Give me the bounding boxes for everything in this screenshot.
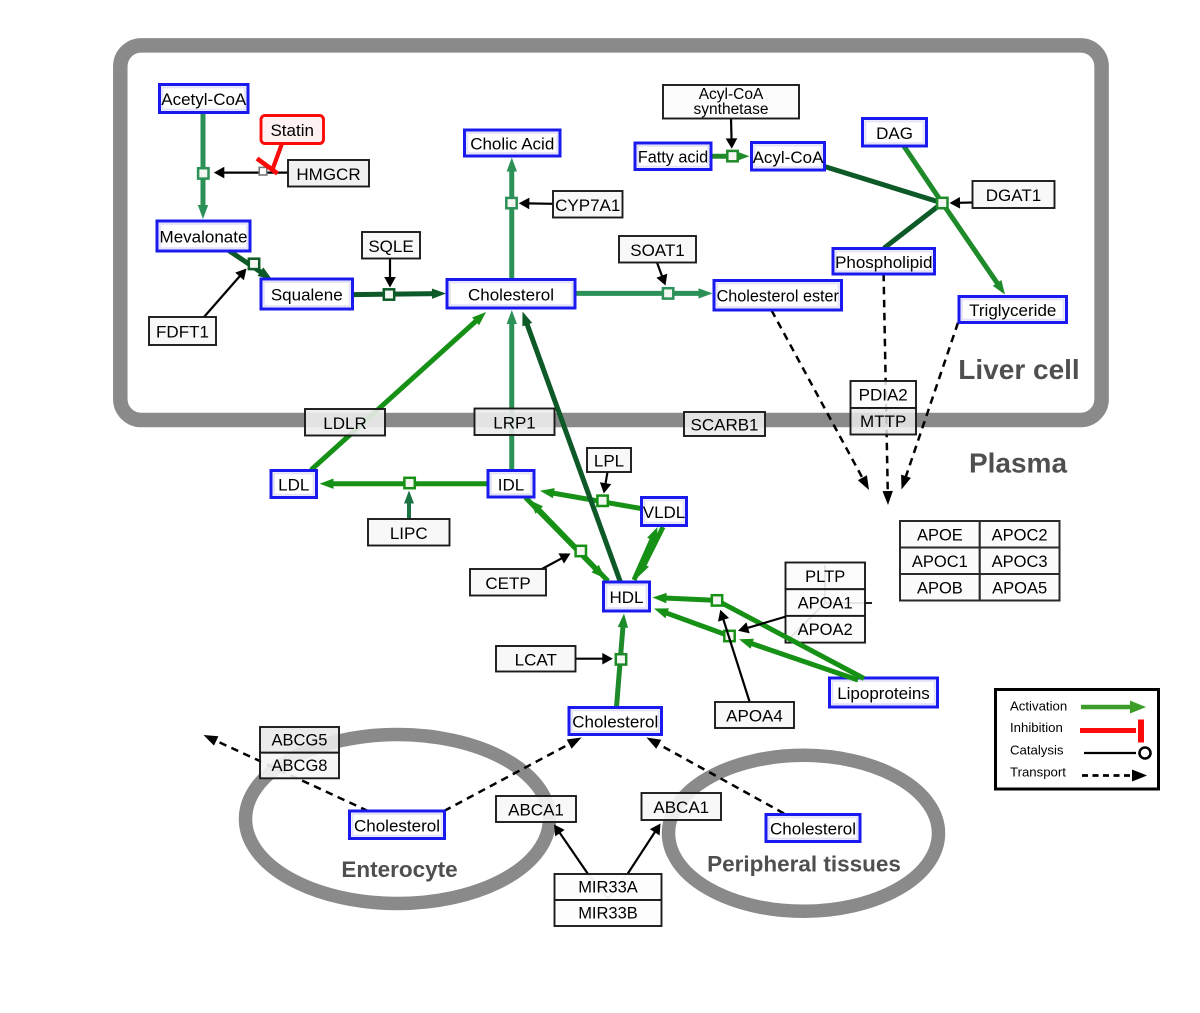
svg-text:APOE: APOE xyxy=(917,526,963,544)
svg-text:Cholesterol: Cholesterol xyxy=(770,820,856,839)
svg-text:Phospholipid: Phospholipid xyxy=(835,253,932,272)
svg-text:LDL: LDL xyxy=(278,476,309,495)
svg-text:Catalysis: Catalysis xyxy=(1010,743,1064,758)
svg-text:SOAT1: SOAT1 xyxy=(630,241,684,260)
svg-text:VLDL: VLDL xyxy=(643,503,686,522)
svg-text:LCAT: LCAT xyxy=(515,650,557,669)
svg-text:APOC1: APOC1 xyxy=(912,553,968,571)
svg-text:Squalene: Squalene xyxy=(271,286,343,305)
svg-text:Cholesterol: Cholesterol xyxy=(468,285,554,304)
svg-text:LPL: LPL xyxy=(594,452,624,471)
svg-text:Activation: Activation xyxy=(1010,699,1067,714)
svg-text:Fatty acid: Fatty acid xyxy=(638,148,708,166)
svg-text:Inhibition: Inhibition xyxy=(1010,720,1063,735)
svg-text:Plasma: Plasma xyxy=(969,448,1067,479)
svg-text:APOA1: APOA1 xyxy=(798,595,853,613)
svg-text:ABCG5: ABCG5 xyxy=(272,732,328,750)
svg-text:APOB: APOB xyxy=(917,579,963,597)
svg-text:IDL: IDL xyxy=(498,475,524,494)
svg-text:Enterocyte: Enterocyte xyxy=(341,857,457,882)
svg-text:LRP1: LRP1 xyxy=(493,413,536,432)
svg-text:Acyl-CoA: Acyl-CoA xyxy=(699,86,764,103)
svg-text:LDLR: LDLR xyxy=(323,414,366,433)
svg-text:MIR33A: MIR33A xyxy=(578,879,638,897)
svg-text:Mevalonate: Mevalonate xyxy=(160,228,248,247)
svg-text:Liver cell: Liver cell xyxy=(958,354,1079,385)
svg-text:APOA4: APOA4 xyxy=(726,707,783,726)
svg-text:Triglyceride: Triglyceride xyxy=(969,301,1056,320)
svg-text:HDL: HDL xyxy=(609,588,643,607)
svg-text:Statin: Statin xyxy=(270,121,313,140)
svg-text:MIR33B: MIR33B xyxy=(578,905,638,923)
svg-text:Acetyl-CoA: Acetyl-CoA xyxy=(161,90,247,109)
svg-text:PDIA2: PDIA2 xyxy=(859,386,908,405)
svg-text:ABCG8: ABCG8 xyxy=(272,757,328,775)
svg-text:SCARB1: SCARB1 xyxy=(690,416,758,435)
svg-text:SQLE: SQLE xyxy=(368,237,413,256)
svg-text:LIPC: LIPC xyxy=(390,524,428,543)
svg-text:FDFT1: FDFT1 xyxy=(156,323,209,342)
svg-text:synthetase: synthetase xyxy=(694,101,769,118)
svg-text:Peripheral tissues: Peripheral tissues xyxy=(707,852,901,877)
svg-text:DAG: DAG xyxy=(876,124,913,143)
svg-text:HMGCR: HMGCR xyxy=(296,165,360,184)
svg-text:APOC2: APOC2 xyxy=(992,526,1048,544)
svg-text:Cholesterol ester: Cholesterol ester xyxy=(717,287,840,305)
svg-text:Transport: Transport xyxy=(1010,765,1066,780)
svg-text:APOC3: APOC3 xyxy=(992,553,1048,571)
svg-text:APOA2: APOA2 xyxy=(798,621,853,639)
svg-text:APOA5: APOA5 xyxy=(992,579,1047,597)
svg-text:Lipoproteins: Lipoproteins xyxy=(837,684,930,703)
svg-text:CYP7A1: CYP7A1 xyxy=(555,196,620,215)
svg-text:DGAT1: DGAT1 xyxy=(986,186,1041,205)
svg-text:Cholesterol: Cholesterol xyxy=(572,713,658,732)
svg-text:MTTP: MTTP xyxy=(860,412,906,431)
svg-text:Cholesterol: Cholesterol xyxy=(354,816,440,835)
svg-text:Acyl-CoA: Acyl-CoA xyxy=(753,148,825,167)
svg-text:ABCA1: ABCA1 xyxy=(508,801,564,820)
svg-text:CETP: CETP xyxy=(485,574,530,593)
svg-text:ABCA1: ABCA1 xyxy=(653,798,709,817)
svg-text:Cholic Acid: Cholic Acid xyxy=(470,135,554,154)
svg-text:PLTP: PLTP xyxy=(805,568,845,586)
